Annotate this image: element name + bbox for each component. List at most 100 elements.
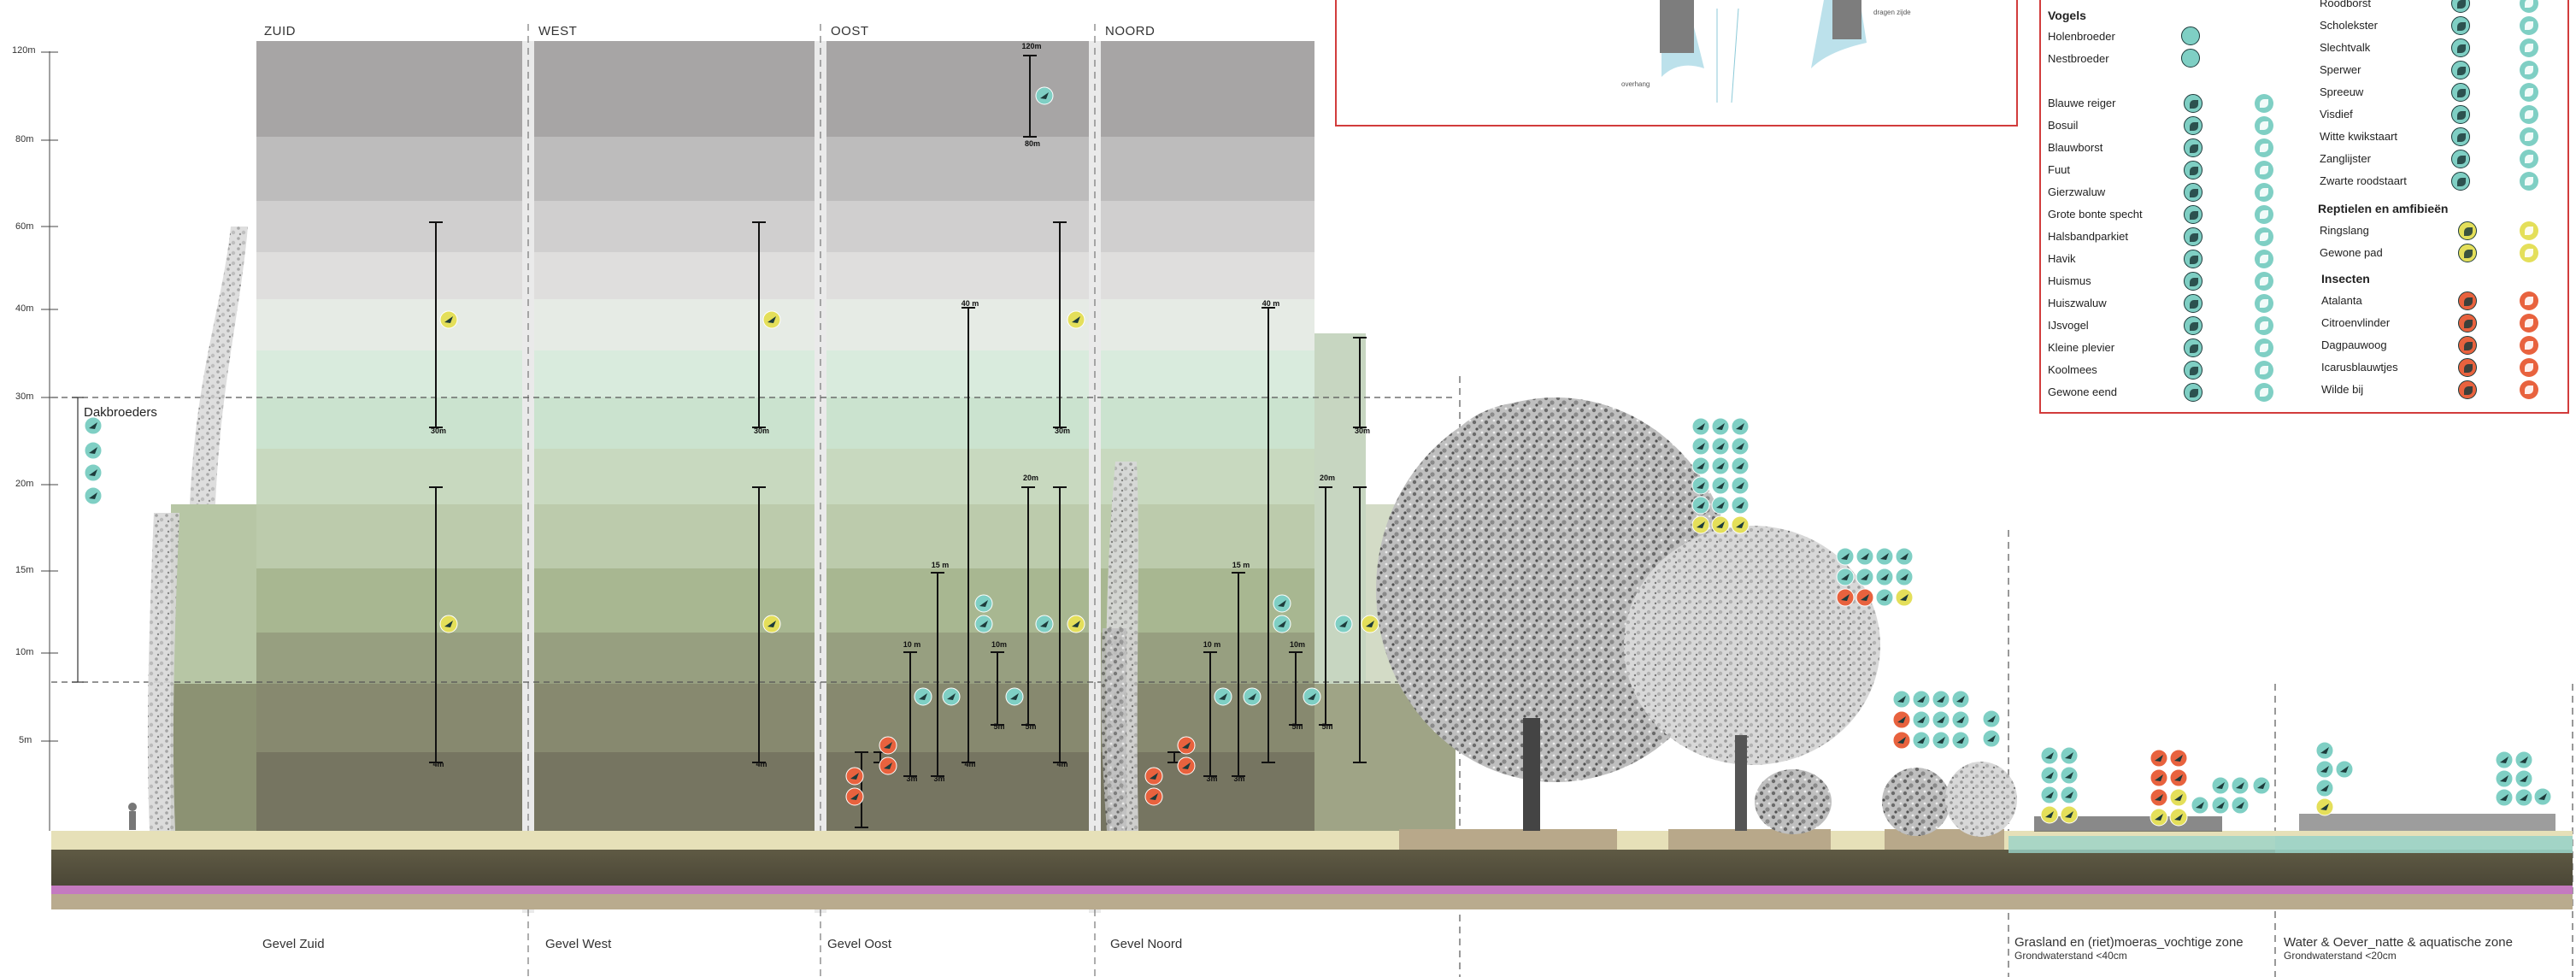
legend-bird-species-icon [2255,116,2273,135]
bird-icon-glyph [1248,693,1256,700]
facade-title-oost: OOST [831,24,869,38]
legend-bird-label: Gierzwaluw [2048,185,2106,198]
legend-bird-species-icon [2255,361,2273,380]
legend-bird-nest-icon [2184,383,2203,402]
grass-bird-icon-glyph [2216,802,2225,809]
zone-water-title: Water & Oever_natte & aquatische zone [2284,935,2513,950]
legend-bird-species-icon [2255,161,2273,180]
legend-bird-species-icon [2520,172,2538,191]
height-band [534,684,815,752]
gevel-oost-label: Gevel Oost [827,937,892,951]
tree-bird-icon-glyph [1697,482,1705,489]
legend-bird-species-icon [2255,205,2273,224]
bird-icon-glyph [979,621,988,627]
grass-insect-icon-glyph [2174,774,2183,781]
holenbroeder-icon [2181,26,2200,45]
dakbroeder-icon-glyph [89,447,97,454]
tree-bird-icon-glyph [1716,462,1725,469]
height-marker-label: 40 m [1262,299,1280,308]
legend-bird-nest-icon [2451,61,2470,79]
height-band [256,752,522,831]
height-band [256,684,522,752]
legend-bird-nest-icon [2184,138,2203,157]
hedge-species-icon-glyph [1987,735,1996,742]
height-marker-label: 80m [1025,139,1040,148]
height-band [256,568,522,633]
height-marker-label: 3m [933,774,944,783]
grass-insect-icon-glyph [2155,755,2163,762]
grass-insect-icon-glyph [2174,755,2183,762]
nestbroeder-icon [2181,49,2200,68]
legend-insect-nest-icon [2458,358,2477,377]
legend-insect-nest-icon [2458,291,2477,310]
grass-bird-icon-glyph [2065,792,2073,798]
legend-bird-species-icon [2255,183,2273,202]
height-band [256,449,522,504]
water-bird-icon-glyph [2340,766,2349,773]
legend-reptile-species-icon [2520,221,2538,240]
bird-icon-glyph [1219,693,1227,700]
bat-icon-glyph [768,621,776,627]
water-bird-icon-glyph [2320,766,2329,773]
detail-caption-left: overhang [1621,80,1650,88]
legend-bird-species-icon [2255,316,2273,335]
legend-bird-species-icon [2520,38,2538,57]
legend-bird-nest-icon [2451,16,2470,35]
legend-insect-species-icon [2520,291,2538,310]
legend-bird-nest-icon [2184,316,2203,335]
legend-nest-holenbroeder: Holenbroeder [2048,30,2115,43]
legend-bird-species-icon [2520,105,2538,124]
butterfly-icon-glyph [1150,793,1158,800]
legend-bird-species-icon [2255,272,2273,291]
height-band [534,752,815,831]
legend-bird-species-icon [2520,150,2538,168]
butterfly-icon-glyph [1182,742,1191,749]
legend-bird-label: Grote bonte specht [2048,208,2143,221]
legend-bird-nest-icon [2451,105,2470,124]
legend-bird-nest-icon [2184,94,2203,113]
hedge-species-icon-glyph [1956,696,1965,703]
legend-bird-nest-icon [2184,250,2203,268]
shrub-species-icon-glyph [1841,574,1850,580]
legend-bird-nest-icon [2451,127,2470,146]
ytick-20: 20m [15,479,34,489]
legend-insect-species-icon [2520,358,2538,377]
height-band [256,350,522,397]
height-marker-label: 5m [1025,722,1036,731]
hedge-species-icon-glyph [1897,716,1906,723]
height-band [256,41,522,137]
hedge-species-icon-glyph [1917,716,1926,723]
hedge-species-icon-glyph [1897,737,1906,744]
grass-insect-icon-glyph [2155,814,2163,821]
legend-bird-species-icon [2520,127,2538,146]
height-band [534,449,815,504]
legend-bird-species-icon [2255,94,2273,113]
bird-icon-glyph [947,693,956,700]
legend-bird-label: Havik [2048,252,2076,265]
height-band [256,299,522,350]
tree-bird-icon-glyph [1736,443,1744,450]
detail-caption-right: dragen zijde [1873,9,1911,16]
legend-bird-label: Witte kwikstaart [2320,130,2398,143]
height-band [826,137,1089,201]
legend-reptile-species-icon [2520,244,2538,262]
legend-bird-nest-icon [2451,172,2470,191]
water-bird-icon-glyph [2320,803,2329,810]
height-band [826,350,1089,397]
gevel-noord-label: Gevel Noord [1110,937,1183,951]
shrub-species-icon-glyph [1900,553,1908,560]
hedge-species-icon-glyph [1897,696,1906,703]
butterfly-icon-glyph [850,773,859,780]
bat-icon-glyph [1072,621,1080,627]
hedge-species-icon-glyph [1917,696,1926,703]
water-bird-icon-glyph [2538,793,2547,800]
ytick-30: 30m [15,391,34,402]
height-marker-label: 20m [1320,474,1335,482]
ytick-10: 10m [15,647,34,657]
dakbroeder-icon-glyph [89,469,97,476]
species-legend: Vogels Holenbroeder Nestbroeder Blauwe r… [2039,0,2569,414]
grass-bird-icon-glyph [2045,752,2054,759]
hedge-species-icon-glyph [1937,737,1945,744]
bird-icon-glyph [919,693,927,700]
height-band [534,633,815,684]
